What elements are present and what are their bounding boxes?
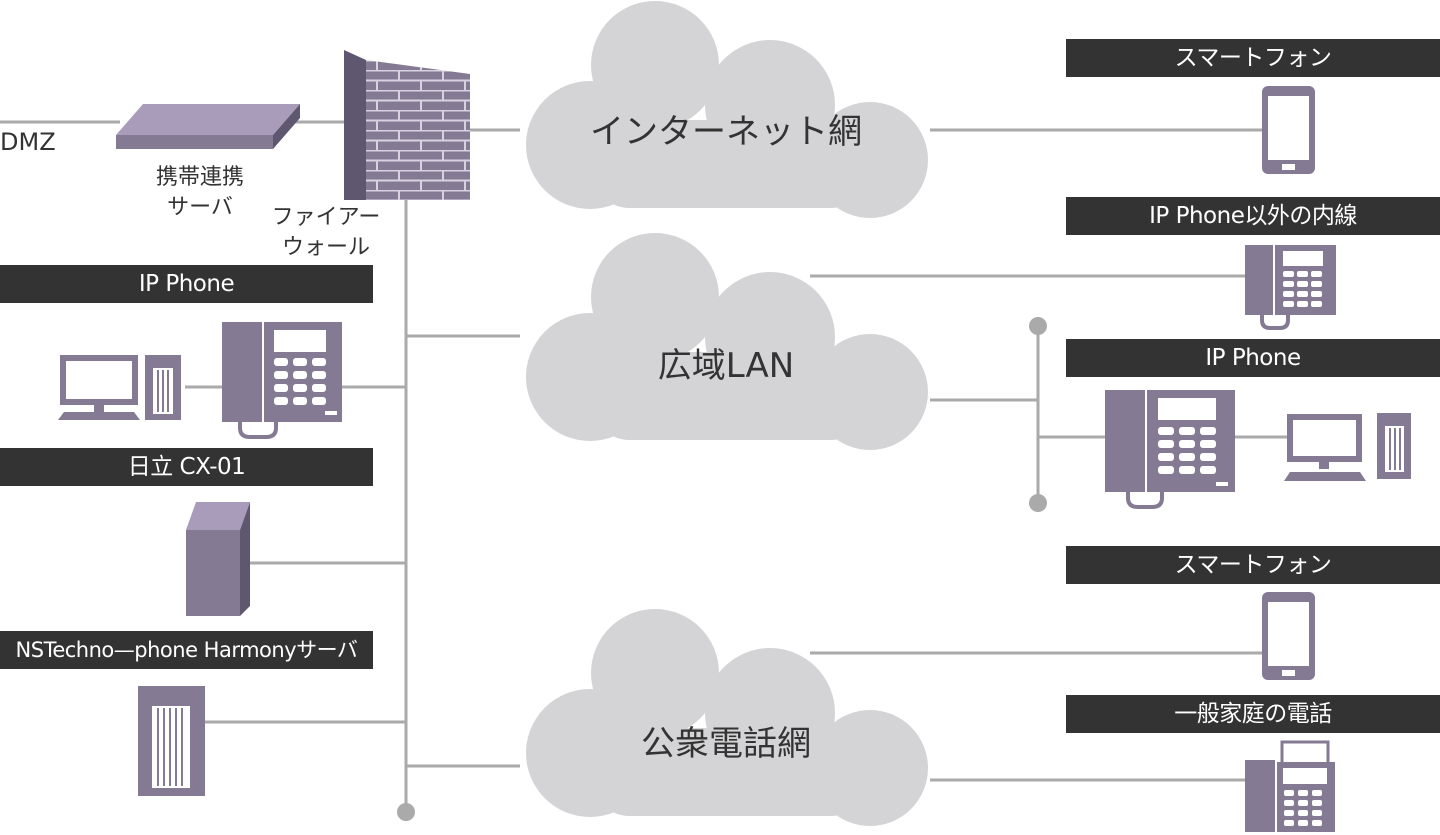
firewall-icon (344, 50, 470, 200)
internet-cloud-label: インターネット網 (590, 112, 862, 152)
hitachi-label: 日立 CX-01 (0, 448, 373, 486)
pc-icon (58, 355, 140, 420)
cloud-pstn (526, 609, 928, 826)
connection-lines (0, 120, 1290, 810)
ip-phone-left-label: IP Phone (0, 265, 373, 303)
smartphone-icon (1262, 592, 1315, 680)
mobile-server-label: 携帯連携 サーバ (150, 163, 250, 223)
firewall-label-line2: ウォール (281, 235, 370, 260)
wan-cloud-label: 広域LAN (657, 346, 795, 386)
desk-phone-icon (222, 322, 342, 439)
smartphone-icon (1262, 86, 1315, 174)
extension-label: IP Phone以外の内線 (1066, 197, 1440, 235)
cx01-device-icon (186, 502, 250, 616)
desk-phone-icon (1105, 390, 1235, 509)
cloud-internet (526, 1, 928, 218)
desk-phone-icon (1245, 245, 1336, 330)
harmony-server-label: NSTechno—phone Harmonyサーバ (0, 631, 373, 669)
pstn-cloud-label: 公衆電話網 (641, 724, 811, 764)
harmony-server-icon (138, 686, 205, 796)
fax-phone-icon (1245, 740, 1335, 832)
tower-icon (1377, 413, 1411, 479)
endpoint-dots (397, 317, 1047, 821)
smartphone-label-1: スマートフォン (1066, 39, 1440, 77)
ip-phone-right-label: IP Phone (1066, 339, 1440, 377)
firewall-label: ファイアー ウォール (268, 203, 384, 263)
smartphone-label-2: スマートフォン (1066, 546, 1440, 584)
mobile-server-label-line2: サーバ (167, 195, 233, 220)
mobile-server-label-line1: 携帯連携 (155, 165, 244, 190)
dmz-label: DMZ (0, 128, 56, 156)
pc-icon (1284, 414, 1366, 481)
firewall-label-line1: ファイアー (271, 205, 381, 230)
cloud-wan (526, 233, 928, 450)
home-phone-label: 一般家庭の電話 (1066, 695, 1440, 733)
server-icon (116, 104, 300, 149)
tower-icon (145, 355, 181, 420)
